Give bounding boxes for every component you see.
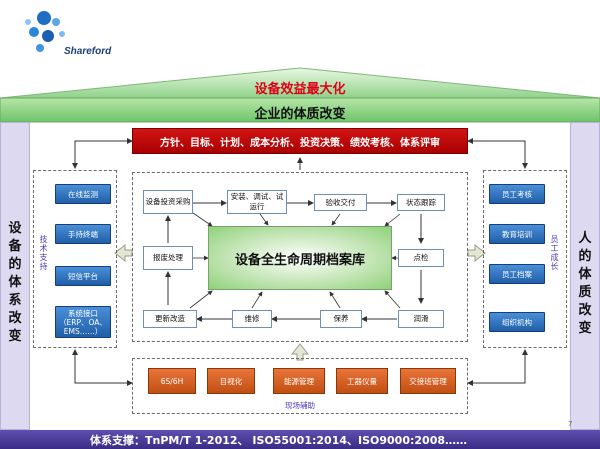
right-item-organization[interactable]: 组织机构 — [489, 312, 545, 332]
right-item-staff-records[interactable]: 员工档案 — [489, 264, 545, 284]
bottom-assist-panel — [132, 358, 468, 414]
footer-text: 体系支撑：TnPM/T 1-2012、 ISO55001:2014、ISO900… — [90, 433, 468, 447]
node-acceptance[interactable]: 验收交付 — [314, 194, 367, 211]
node-inspection[interactable]: 点检 — [398, 249, 444, 267]
logo: Shareford — [22, 8, 112, 66]
node-scrap[interactable]: 报废处理 — [143, 246, 193, 270]
page-number: 7 — [568, 420, 573, 428]
right-column-label: 人的体质改变 — [578, 231, 592, 336]
footer-bar: 体系支撑：TnPM/T 1-2012、 ISO55001:2014、ISO900… — [0, 430, 600, 449]
left-support-panel — [33, 170, 117, 348]
logo-text: Shareford — [64, 46, 112, 57]
banner-top-title: 设备效益最大化 — [254, 82, 346, 97]
left-item-sms-platform[interactable]: 短信平台 — [55, 266, 111, 286]
bottom-panel-label: 现场辅助 — [285, 401, 315, 410]
banner-middle-title: 企业的体质改变 — [254, 107, 346, 122]
node-maintenance[interactable]: 保养 — [320, 310, 362, 328]
banner-shape — [0, 67, 600, 123]
logo-dots-icon — [25, 11, 65, 52]
lifecycle-panel — [132, 172, 468, 342]
right-item-training[interactable]: 教育培训 — [489, 224, 545, 244]
left-item-system-interface[interactable]: 系统接口（ERP、OA、EMS……） — [55, 306, 111, 338]
node-lubrication[interactable]: 润滑 — [398, 310, 444, 328]
bottom-item-shift[interactable]: 交接班管理 — [400, 368, 456, 394]
bottom-item-energy[interactable]: 能源管理 — [273, 368, 325, 394]
left-column-label: 设备的体系改变 — [8, 221, 22, 344]
right-column — [570, 122, 600, 430]
left-panel-label: 技术支持 — [39, 235, 48, 271]
node-investment[interactable]: 设备投资采购 — [143, 190, 193, 214]
strategy-bar: 方针、目标、计划、成本分析、投资决策、绩效考核、体系评审 — [132, 128, 468, 154]
node-tracking[interactable]: 状态跟踪 — [397, 194, 445, 211]
bottom-item-tools[interactable]: 工器仪量 — [336, 368, 388, 394]
node-renovation[interactable]: 更新改造 — [143, 310, 197, 328]
right-growth-panel — [483, 170, 567, 348]
left-item-handheld-terminal[interactable]: 手持终端 — [55, 224, 111, 244]
right-item-staff-assessment[interactable]: 员工考核 — [489, 184, 545, 204]
node-install[interactable]: 安装、调试、试运行 — [227, 190, 287, 214]
right-panel-label: 员工成长 — [550, 235, 559, 271]
bottom-item-visual[interactable]: 目视化 — [207, 368, 255, 394]
lifecycle-archive-center: 设备全生命周期档案库 — [208, 226, 392, 290]
node-repair[interactable]: 维修 — [232, 310, 272, 328]
left-column — [0, 122, 30, 430]
left-item-online-monitoring[interactable]: 在线监测 — [55, 184, 111, 204]
bottom-item-6s[interactable]: 6S/6H — [148, 368, 196, 394]
